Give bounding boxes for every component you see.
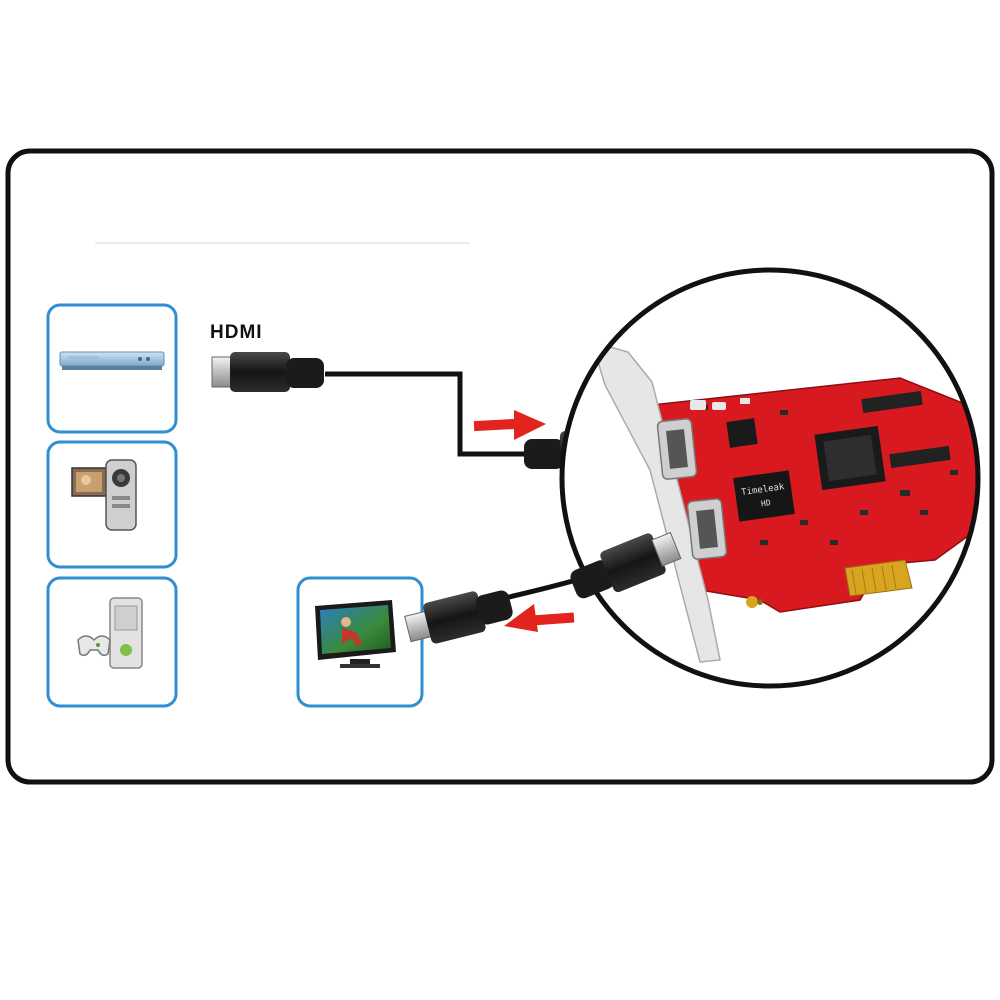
dvd-player-icon: [59, 351, 165, 370]
memory-chip: [861, 390, 923, 414]
tv-output-box: [296, 576, 424, 708]
chip-model-text: HD: [760, 498, 771, 508]
pci-bracket: [590, 340, 721, 663]
camcorder-box: [46, 440, 178, 569]
brand-chip: [733, 470, 795, 522]
hdmi-port-out: [686, 498, 728, 560]
tv-icon: [315, 600, 396, 668]
hdmi-plug-card-output: [570, 531, 682, 599]
hdmi-port-in: [656, 418, 698, 480]
game-console-box: [46, 576, 178, 708]
input-direction-arrow: [473, 410, 546, 440]
hdmi-plug-source: [211, 352, 324, 392]
output-direction-arrow: [504, 604, 575, 632]
hdmi-label: HDMI: [210, 322, 263, 343]
small-chip: [726, 418, 758, 448]
game-console-icon: [77, 597, 143, 669]
output-hdmi-cable: [404, 531, 682, 644]
hdmi-plug-tv: [404, 590, 513, 644]
memory-chip-2: [889, 445, 951, 469]
capture-card-zoom: [559, 267, 981, 689]
dvd-player-box: [46, 303, 178, 434]
camcorder-icon: [71, 459, 137, 531]
